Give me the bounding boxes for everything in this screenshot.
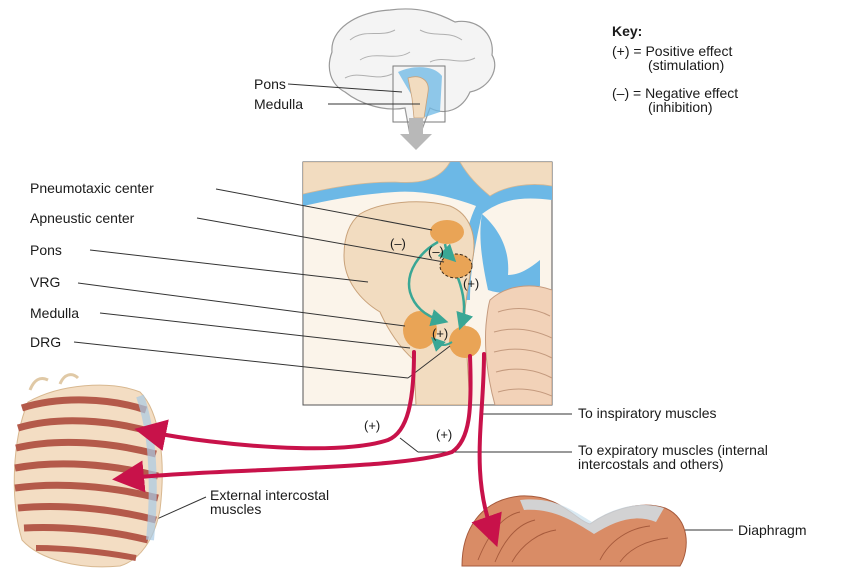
brain-pons-label: Pons: [254, 77, 286, 92]
inspiratory-muscles-label: To inspiratory muscles: [578, 406, 717, 421]
brain-medulla-label: Medulla: [254, 97, 303, 112]
drg-center: [449, 326, 481, 358]
key-title: Key:: [612, 24, 642, 39]
apneustic-center-label: Apneustic center: [30, 211, 134, 226]
expiratory-muscles-sublabel: intercostals and others): [578, 457, 724, 472]
ribcage-illustration: [14, 375, 162, 567]
diaphragm-label: Diaphragm: [738, 523, 806, 538]
key-negative-sublabel: (inhibition): [648, 100, 713, 115]
medulla-label: Medulla: [30, 306, 79, 321]
apneustic-stimulation-sign: (+): [463, 276, 479, 291]
key-positive-sublabel: (stimulation): [648, 58, 724, 73]
pneumotaxic-center-label: Pneumotaxic center: [30, 181, 154, 196]
diaphragm-illustration: [462, 496, 686, 566]
apneustic-inhibition-sign: (–): [428, 244, 444, 259]
brain-illustration: [329, 9, 494, 135]
inspiratory-path-sign: (+): [364, 418, 380, 433]
pons-label: Pons: [30, 243, 62, 258]
external-intercostal-sublabel: muscles: [210, 502, 261, 517]
expiratory-path-sign: (+): [436, 427, 452, 442]
drg-label: DRG: [30, 335, 61, 350]
zoom-down-arrow: [400, 118, 432, 150]
pneumotaxic-center: [430, 220, 464, 244]
pneumotaxic-inhibition-sign: (–): [390, 236, 406, 251]
apneustic-center: [440, 254, 472, 278]
drg-stimulation-sign: (+): [432, 326, 448, 341]
vrg-label: VRG: [30, 275, 60, 290]
brainstem-detail-panel: [303, 162, 552, 405]
